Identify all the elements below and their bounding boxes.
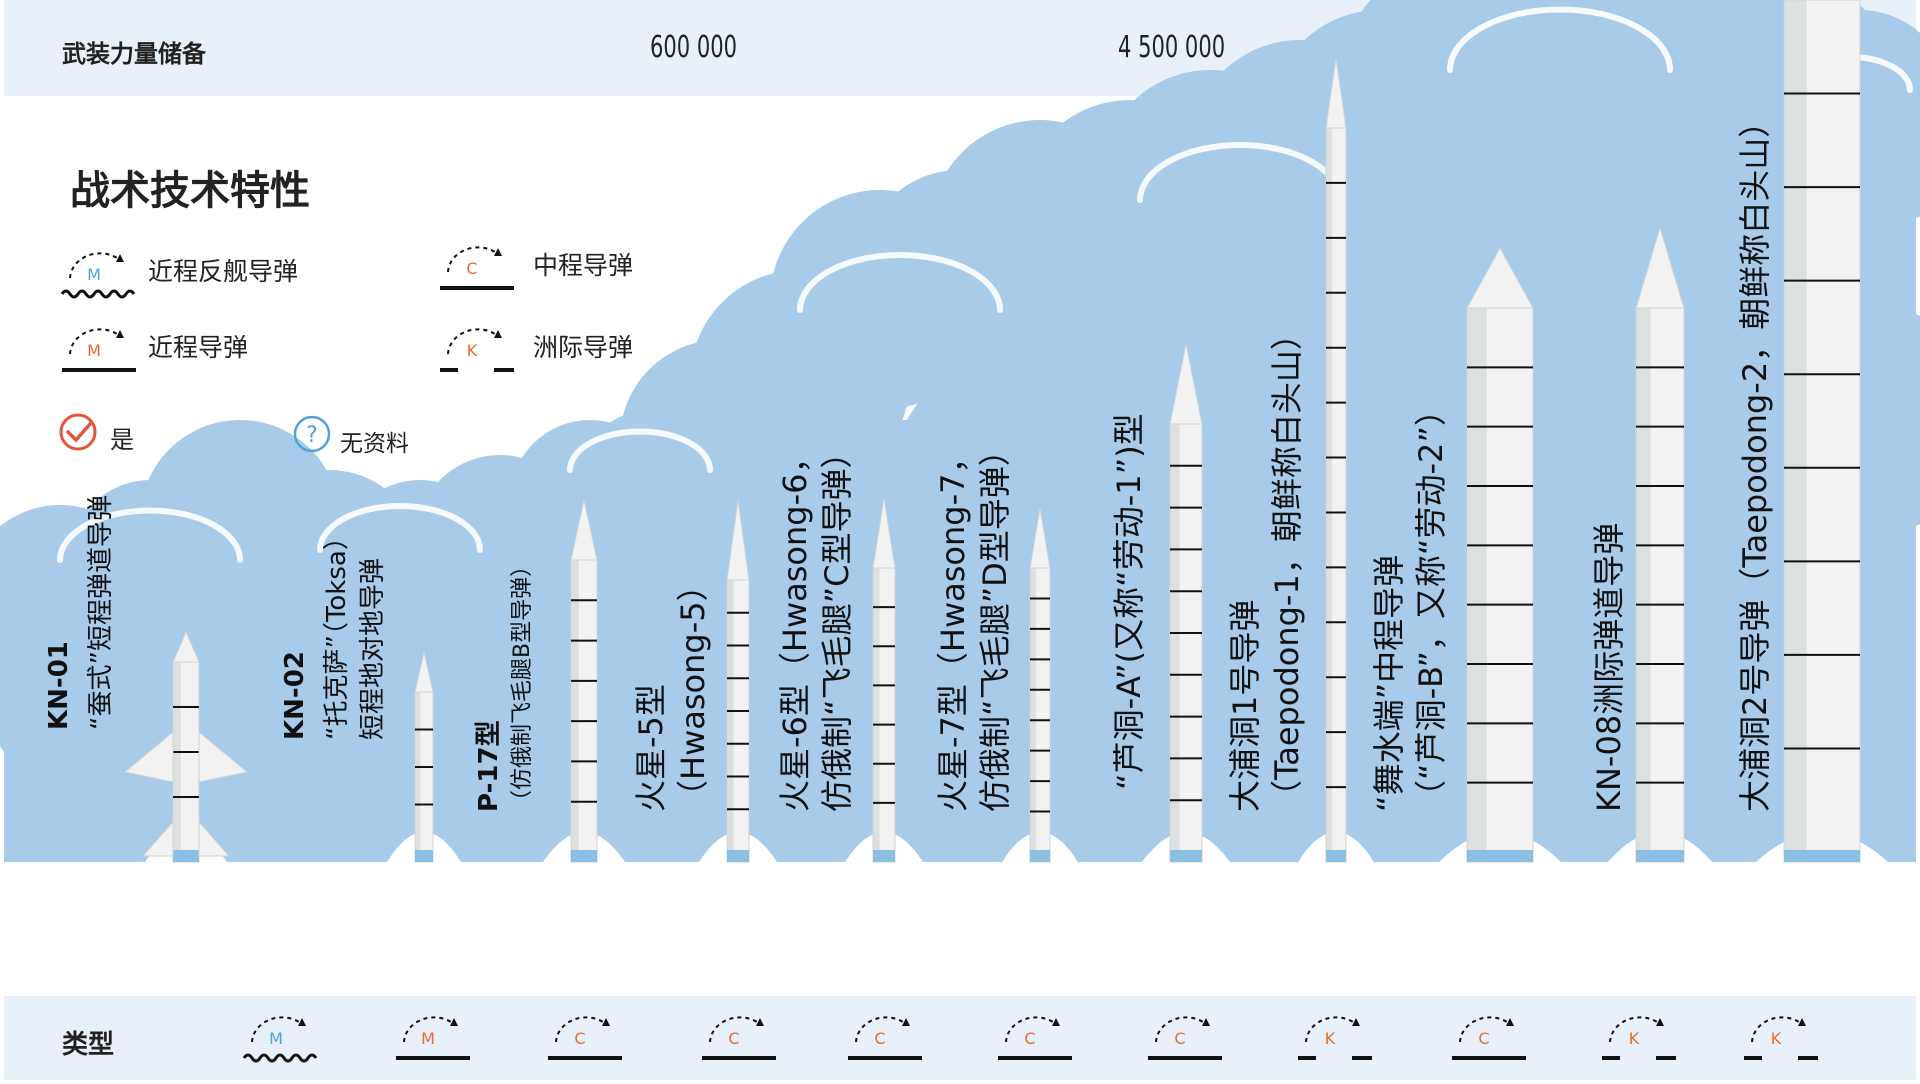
rocket-9	[1439, 246, 1561, 863]
type-icon-3: C	[548, 1016, 622, 1060]
legend-label-icbm: 洲际导弹	[533, 333, 634, 362]
missile-label-7-line-1: “芦洞-A”(又称“劳动-1”)型	[1110, 413, 1148, 790]
rocket-1	[123, 630, 249, 863]
rocket-10	[1608, 226, 1712, 863]
type-icon-11-code: K	[1771, 1029, 1782, 1048]
rocket-5	[845, 497, 923, 863]
type-icon-11: K	[1744, 1016, 1818, 1060]
svg-text:?: ?	[306, 423, 318, 448]
missile-label-2-line-3: 短程地对地导弹	[358, 557, 388, 740]
legend-label-no-data: 无资料	[340, 431, 409, 457]
legend-label-short-range: 近程导弹	[148, 333, 249, 362]
missile-label-5-line-2: 仿俄制“飞毛腿”C型导弹）	[818, 436, 856, 812]
type-icon-6: C	[998, 1016, 1072, 1060]
legend-label-medium-range: 中程导弹	[533, 251, 634, 280]
missile-label-2-line-1: KN-02	[280, 651, 310, 740]
missile-label-6-line-2: 仿俄制“飞毛腿”D型导弹）	[976, 434, 1014, 812]
legend-icon-3: M	[62, 328, 136, 372]
missile-label-10-line-1: KN-08洲际弹道导弹	[1590, 522, 1628, 812]
type-icon-6-code: C	[1024, 1029, 1035, 1048]
missile-label-6-line-1: 火星-7型（Hwasong-7，	[934, 441, 972, 812]
missile-label-8-line-2: （Taepodong-1，朝鲜称白头山）	[1268, 318, 1306, 812]
type-icon-5: C	[848, 1016, 922, 1060]
type-icon-1: M	[242, 1016, 318, 1063]
check-icon	[59, 413, 97, 451]
legend-icon-4: K	[440, 328, 514, 372]
missile-label-9-line-2: （“芦洞-B”，又称“劳动-2”）	[1412, 394, 1450, 812]
reserve-title: 武装力量储备	[62, 40, 206, 68]
rockets-group	[123, 0, 1888, 863]
question-icon: ?	[293, 415, 331, 453]
type-icon-2-code: M	[421, 1029, 435, 1048]
missile-label-5-line-1: 火星-6型（Hwasong-6，	[776, 441, 814, 812]
legend-title: 战术技术特性	[70, 168, 310, 214]
type-band	[4, 996, 1916, 1080]
type-icon-8: K	[1298, 1016, 1372, 1060]
rocket-2	[387, 651, 461, 863]
type-icon-5-code: C	[874, 1029, 885, 1048]
reserve-value-2: 4 500 000	[1118, 30, 1226, 65]
type-icon-4: C	[702, 1016, 776, 1060]
rocket-6	[1002, 507, 1078, 863]
missile-label-1-line-1: KN-01	[44, 641, 74, 730]
type-icon-1-code: M	[269, 1029, 283, 1048]
legend-icon-1: M	[60, 252, 136, 299]
missile-label-3-line-1: P-17型	[474, 720, 504, 812]
rocket-7	[1142, 343, 1230, 863]
type-icon-10: K	[1602, 1016, 1676, 1060]
type-icon-10-code: K	[1629, 1029, 1640, 1048]
missile-label-1-line-2: “蚕式”短程弹道导弹	[86, 495, 116, 730]
legend-icon-4-code: K	[467, 341, 478, 360]
type-icon-9: C	[1452, 1016, 1526, 1060]
type-icon-8-code: K	[1325, 1029, 1336, 1048]
missile-label-8-line-1: 大浦洞1号导弹	[1226, 599, 1264, 812]
legend-label-yes: 是	[110, 426, 134, 454]
rocket-4	[699, 499, 777, 863]
reserve-value-1: 600 000	[650, 30, 738, 65]
missile-label-4-line-2: （Hwasong-5）	[674, 569, 712, 812]
missile-label-2-line-2: “托克萨”（Toksa）	[322, 524, 352, 740]
missile-label-4-line-1: 火星-5型	[632, 684, 670, 812]
missile-label-3-line-2: （仿俄制飞毛腿B型导弹）	[510, 554, 535, 812]
missile-label-9-line-1: “舞水端”中程导弹	[1370, 554, 1408, 812]
type-icon-9-code: C	[1478, 1029, 1489, 1048]
rocket-3	[543, 499, 625, 863]
type-icon-2: M	[396, 1016, 470, 1060]
legend-icon-2: C	[440, 246, 514, 290]
rocket-8	[1298, 57, 1374, 863]
legend-icon-2-code: C	[466, 259, 477, 278]
legend-icon-1-code: M	[87, 265, 101, 284]
missile-label-11-line-1: 大浦洞2号导弹（Taepodong-2，朝鲜称白头山）	[1736, 105, 1774, 812]
type-icon-7: C	[1148, 1016, 1222, 1060]
rocket-11	[1756, 0, 1888, 863]
type-row-title: 类型	[62, 1030, 115, 1060]
type-icon-3-code: C	[574, 1029, 585, 1048]
type-icon-7-code: C	[1174, 1029, 1185, 1048]
legend-icons: M C M K?	[59, 246, 514, 453]
legend-icon-3-code: M	[87, 341, 101, 360]
legend-label-short-anti-ship: 近程反舰导弹	[148, 257, 299, 286]
type-icon-4-code: C	[728, 1029, 739, 1048]
